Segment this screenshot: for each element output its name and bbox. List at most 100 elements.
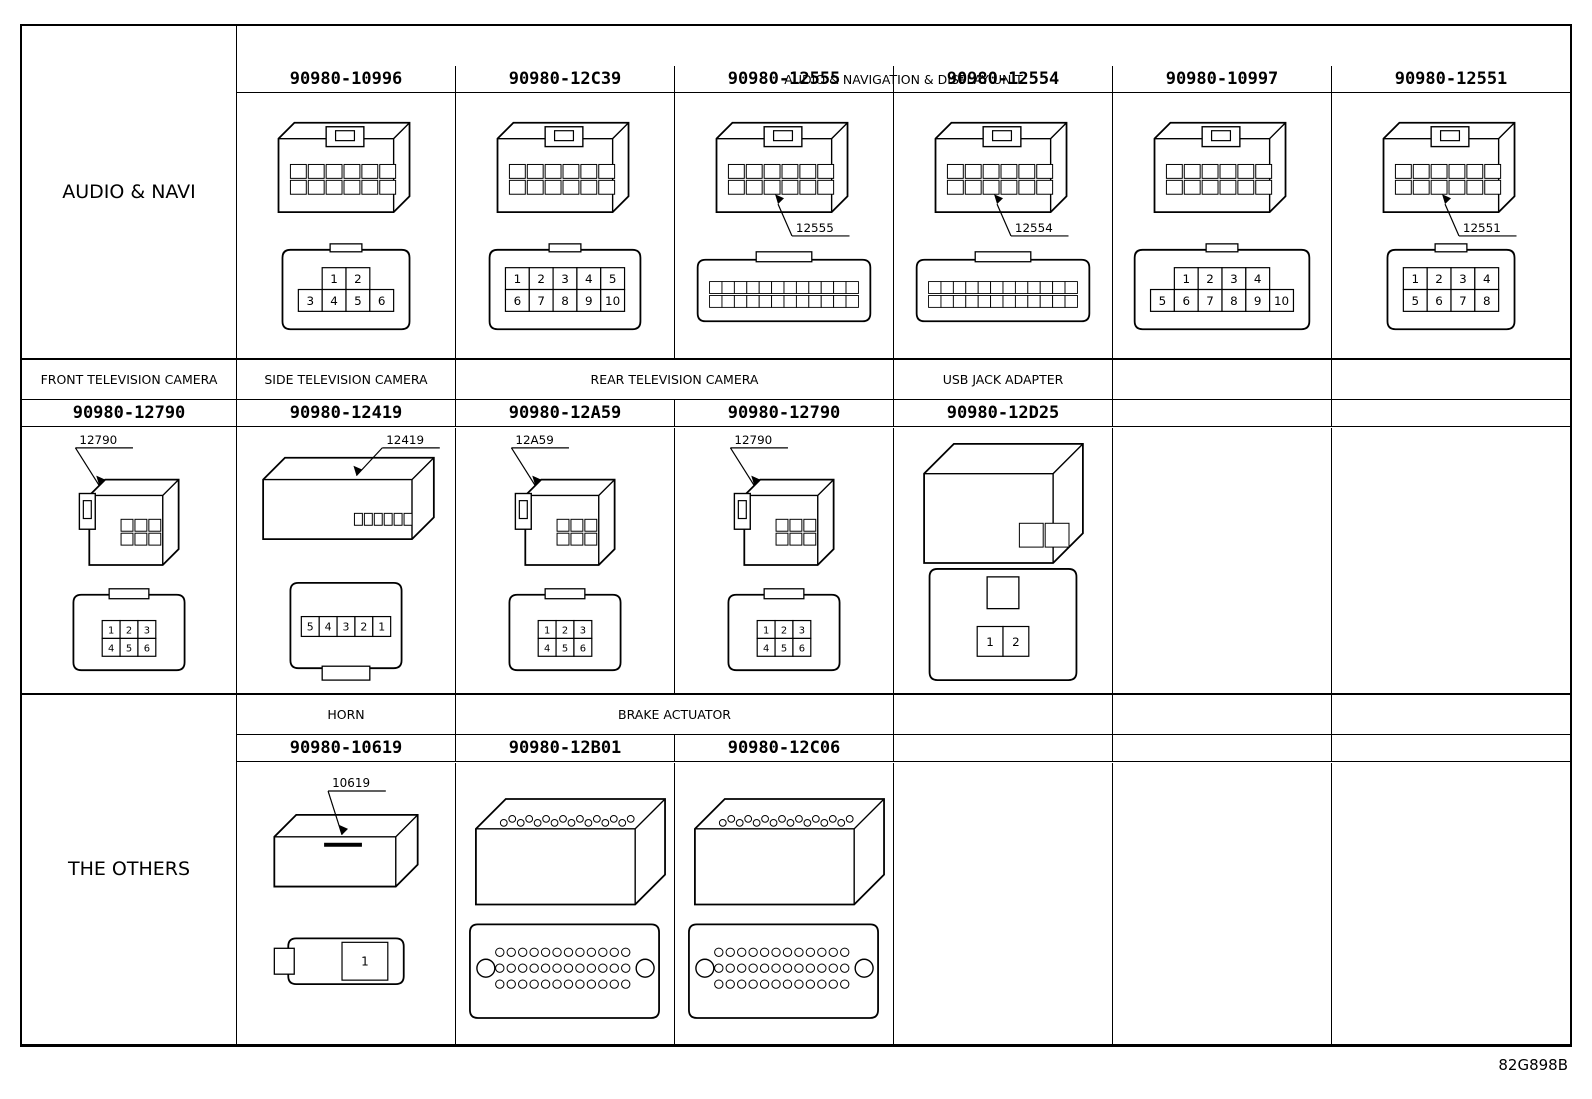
pin-number: 3 — [561, 272, 569, 286]
outline — [977, 281, 992, 294]
outline — [307, 163, 325, 179]
group-header: HORN — [237, 695, 456, 735]
terminal-pin — [727, 815, 736, 823]
outline — [946, 163, 964, 179]
terminal-pin — [744, 815, 753, 823]
outline — [1064, 281, 1078, 294]
outline — [1027, 281, 1041, 294]
cavity — [817, 979, 827, 989]
cavity — [621, 979, 631, 989]
pin-number: 4 — [763, 643, 769, 654]
outline — [1002, 625, 1030, 657]
outline — [598, 163, 616, 179]
outline — [1412, 163, 1430, 179]
group-header — [1332, 695, 1570, 735]
terminal-pin — [786, 818, 795, 827]
outline — [1064, 295, 1078, 308]
outline — [727, 179, 745, 195]
outline — [361, 179, 379, 195]
marking — [324, 842, 362, 847]
outline — [976, 625, 1004, 657]
outline — [548, 243, 582, 253]
connector-illustration — [894, 763, 1113, 1045]
row-label: AUDIO & NAVI — [62, 180, 196, 203]
outline — [745, 179, 763, 195]
terminal-pin — [828, 815, 837, 823]
pin-number: 6 — [514, 294, 522, 308]
outline — [758, 281, 773, 294]
pin-number: 5 — [126, 643, 132, 654]
cavity — [529, 947, 539, 957]
terminal-pin — [508, 815, 517, 823]
pin-number: 4 — [1254, 272, 1262, 286]
leader-line — [996, 203, 1012, 237]
connector-body — [262, 456, 435, 541]
cavity — [621, 963, 631, 973]
cavity — [529, 979, 539, 989]
outline — [1036, 163, 1054, 179]
outline — [120, 532, 134, 546]
outline — [1000, 179, 1018, 195]
part-number: 90980-12554 — [946, 69, 1060, 89]
pin-number: 1 — [361, 955, 369, 969]
outline — [1039, 281, 1054, 294]
part-number: 90980-10997 — [1165, 69, 1279, 89]
arrow-head — [751, 475, 761, 486]
connector-illustration — [675, 763, 894, 1045]
outline — [307, 179, 325, 195]
callout-label: 12419 — [386, 433, 424, 447]
terminal-pin — [811, 815, 820, 823]
terminal-pin — [601, 818, 610, 827]
terminal-pin — [803, 818, 812, 827]
cavity — [609, 947, 619, 957]
outline — [1027, 295, 1041, 308]
part-number-cell: 90980-12555 — [675, 66, 894, 93]
outline — [845, 281, 859, 294]
pin-number: 2 — [360, 620, 367, 633]
pin-number: 3 — [306, 294, 314, 308]
outline — [321, 665, 371, 681]
group-header-text: BRAKE ACTUATOR — [618, 707, 731, 722]
cavity — [621, 947, 631, 957]
outline — [755, 251, 813, 263]
outline — [1044, 522, 1070, 548]
outline — [795, 295, 810, 308]
connector-edge — [89, 479, 180, 565]
connector-edge — [525, 479, 616, 565]
outline — [952, 281, 967, 294]
connector-illustration — [1113, 428, 1332, 695]
part-number: 90980-12D25 — [946, 403, 1060, 423]
connector-edge — [694, 798, 885, 905]
guide-hole — [695, 958, 715, 978]
outline — [361, 163, 379, 179]
outline — [964, 163, 982, 179]
cavity — [725, 979, 735, 989]
outline — [1430, 163, 1448, 179]
part-number-cell: 90980-12D25 — [894, 400, 1113, 427]
terminal-pin — [533, 818, 542, 827]
outline — [600, 288, 626, 312]
cavity — [737, 979, 747, 989]
pin-number: 10 — [605, 294, 620, 308]
outline — [1014, 281, 1029, 294]
leader-line — [327, 790, 343, 835]
outline — [1484, 163, 1502, 179]
pin-number: 1 — [986, 635, 994, 649]
outline — [379, 179, 397, 195]
outline — [799, 163, 817, 179]
cavity — [598, 979, 608, 989]
outline — [808, 295, 822, 308]
cavity — [805, 963, 816, 973]
pin-number: 1 — [763, 625, 769, 636]
pin-number: 4 — [544, 643, 550, 654]
outline — [1412, 179, 1430, 195]
arrow-head — [96, 475, 106, 486]
cavity — [794, 947, 804, 957]
